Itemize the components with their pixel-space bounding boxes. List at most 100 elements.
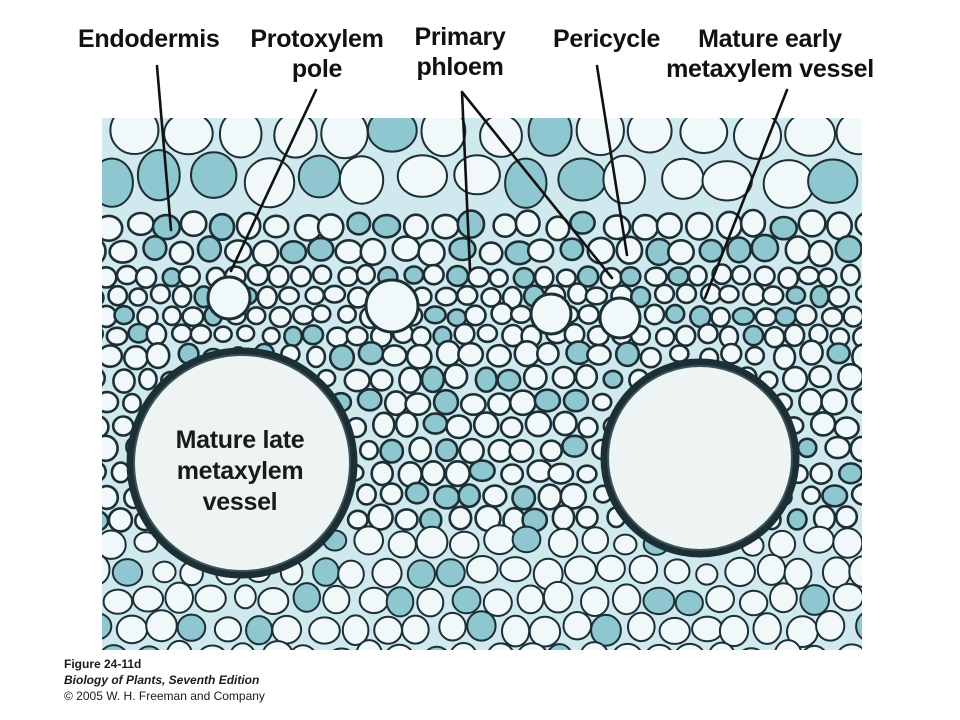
- tissue-cell: [488, 642, 514, 650]
- tissue-cell: [485, 343, 512, 368]
- tissue-cell: [128, 287, 149, 307]
- tissue-cell: [326, 326, 350, 348]
- tissue-cell: [126, 211, 155, 237]
- tissue-cell: [356, 387, 383, 412]
- tissue-cell: [328, 343, 356, 371]
- tissue-cell: [784, 118, 836, 157]
- tissue-cell: [297, 154, 341, 199]
- copyright-line: © 2005 W. H. Freeman and Company: [64, 689, 265, 703]
- tissue-cell: [834, 234, 862, 264]
- tissue-cell: [535, 341, 560, 366]
- tissue-cell: [664, 303, 686, 324]
- late-metaxylem-wall: [126, 347, 358, 579]
- tissue-cell: [826, 342, 852, 365]
- tissue-cell: [133, 531, 159, 553]
- tissue-cell: [837, 362, 862, 391]
- tissue-cell: [115, 264, 139, 286]
- tissue-cell: [102, 588, 134, 615]
- tissue-cell: [783, 557, 813, 590]
- tissue-cell: [383, 390, 409, 417]
- open-vessel-cell: [364, 278, 420, 334]
- phloem-label-line-2: phloem: [416, 53, 504, 81]
- tissue-cell: [627, 611, 656, 643]
- tissue-cell: [196, 235, 223, 263]
- tissue-cell: [422, 412, 449, 435]
- tissue-cell: [161, 267, 182, 288]
- tissue-cell: [679, 118, 729, 155]
- tissue-cell: [367, 503, 394, 531]
- tissue-cell: [292, 304, 316, 326]
- tissue-cell: [720, 342, 743, 365]
- tissue-cell: [301, 324, 325, 346]
- tissue-cell: [667, 266, 690, 287]
- tissue-cell: [762, 159, 815, 209]
- tissue-cell: [526, 238, 555, 263]
- tissue-cell: [577, 416, 599, 439]
- tissue-cell: [386, 643, 413, 650]
- tissue-cell: [111, 415, 135, 437]
- tissue-cell: [145, 322, 168, 347]
- tissue-cell: [639, 346, 662, 369]
- tissue-cell: [646, 643, 672, 650]
- tissue-cell: [643, 303, 666, 326]
- tissue-cell: [448, 505, 473, 531]
- tissue-cell: [102, 644, 126, 650]
- tissue-cell: [539, 439, 563, 463]
- mature-early-metaxylem-label: Mature early metaxylem vessel: [652, 24, 888, 84]
- tissue-cell: [838, 643, 862, 650]
- tissue-cell: [426, 645, 447, 650]
- phloem-label-line-1: Primary: [414, 23, 506, 51]
- tissue-cell: [854, 212, 862, 236]
- tissue-cell: [772, 344, 797, 371]
- tissue-cell: [358, 439, 379, 461]
- tissue-cell: [833, 416, 860, 440]
- protoxylem-label-line-2: pole: [291, 55, 343, 83]
- tissue-cell: [396, 154, 448, 198]
- tissue-cell: [176, 613, 207, 642]
- book-title: Biology of Plants, Seventh Edition: [64, 673, 260, 687]
- tissue-cell: [370, 460, 395, 487]
- tissue-cell: [487, 438, 513, 463]
- tissue-cell: [581, 526, 610, 555]
- tissue-cell: [356, 639, 383, 650]
- tissue-cell: [499, 556, 532, 583]
- tissue-cell: [478, 241, 504, 266]
- tissue-cell: [851, 343, 862, 371]
- tissue-cell: [809, 462, 833, 486]
- tissue-cell: [316, 213, 345, 242]
- tissue-cell: [562, 611, 593, 641]
- tissue-cell: [726, 236, 752, 264]
- tissue-cell: [115, 614, 149, 645]
- tissue-cell: [701, 160, 753, 202]
- tissue-cell: [435, 558, 466, 588]
- tissue-cell: [373, 615, 404, 645]
- tissue-cell: [750, 233, 780, 263]
- tissue-cell: [488, 268, 509, 288]
- tissue-cell: [834, 505, 859, 529]
- tissue-cell: [122, 345, 149, 371]
- tissue-cell: [410, 325, 432, 348]
- tissue-cell: [381, 344, 408, 367]
- tissue-cell: [107, 507, 134, 533]
- tissue-cell: [666, 239, 695, 266]
- tissue-cell: [799, 339, 824, 366]
- tissue-cell: [283, 325, 304, 348]
- tissue-cell: [278, 286, 301, 306]
- tissue-cell: [251, 239, 280, 267]
- tissue-cell: [136, 149, 181, 202]
- tissue-cell: [709, 641, 735, 650]
- tissue-cell: [567, 282, 589, 306]
- tissue-cell: [547, 462, 575, 485]
- tissue-cell: [499, 416, 524, 439]
- tissue-cell: [613, 642, 642, 650]
- late-metaxylem-label-line-2: metaxylem: [176, 457, 304, 485]
- tissue-cell: [105, 326, 129, 347]
- tissue-cell: [245, 615, 274, 646]
- tissue-cell: [742, 282, 766, 307]
- tissue-cell: [443, 363, 469, 390]
- tissue-cell: [626, 118, 673, 154]
- tissue-cell: [738, 589, 769, 617]
- tissue-cell: [230, 642, 255, 650]
- tissue-cell: [514, 209, 541, 237]
